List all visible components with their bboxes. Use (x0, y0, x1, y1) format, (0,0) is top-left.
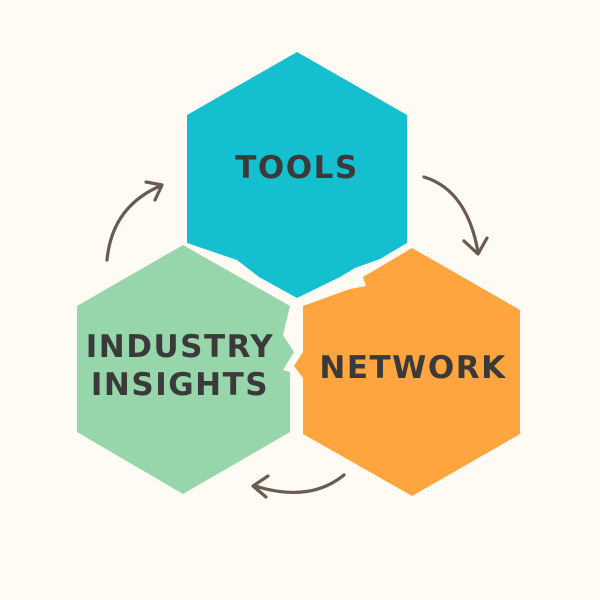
arrowhead-network-to-insights-icon (251, 474, 270, 499)
network-node: NETWORK (294, 248, 520, 496)
network-label: NETWORK (319, 350, 506, 386)
arrow-tools-to-network (422, 175, 480, 254)
cycle-arrows (105, 175, 489, 499)
insights-label-line2: INSIGHTS (91, 367, 269, 403)
arrow-network-to-insights (253, 473, 346, 494)
insights-label-line1: INDUSTRY (86, 329, 274, 365)
tools-node: TOOLS (187, 52, 407, 298)
arrowhead-insights-to-tools-icon (144, 180, 164, 202)
tools-label: TOOLS (235, 150, 358, 186)
arrow-insights-to-tools (105, 184, 162, 262)
tools-hexagon (187, 52, 407, 298)
insights-hexagon (77, 245, 294, 494)
network-hexagon (294, 248, 520, 496)
insights-node: INDUSTRY INSIGHTS (77, 245, 294, 494)
arrowhead-tools-to-network-icon (462, 236, 489, 256)
